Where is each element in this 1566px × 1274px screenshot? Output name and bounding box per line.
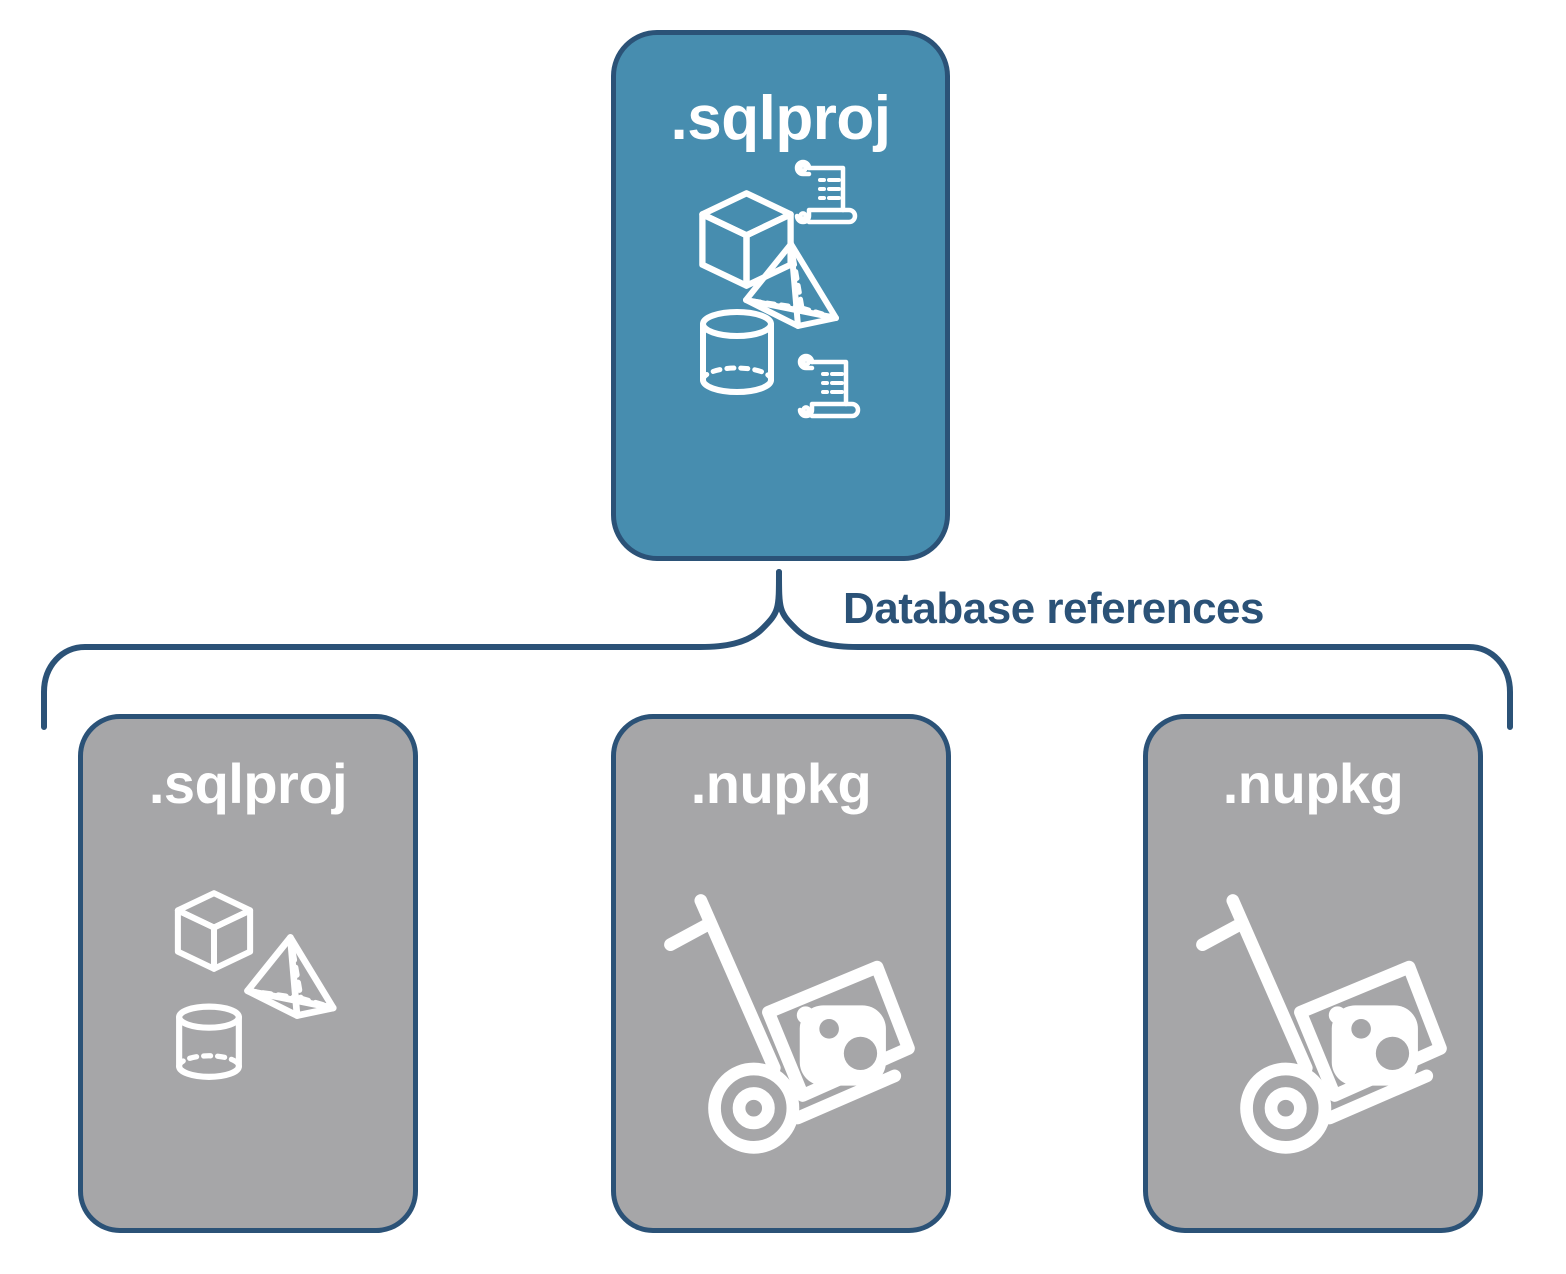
- cylinder-icon: [700, 309, 774, 395]
- card-artwork: [616, 816, 946, 1228]
- script-scroll-icon: [794, 159, 858, 225]
- card-title: .sqlproj: [670, 84, 891, 153]
- card-title: .sqlproj: [148, 752, 348, 815]
- card-reference-nupkg-2[interactable]: .nupkg: [1143, 714, 1483, 1233]
- cylinder-icon: [176, 1003, 242, 1080]
- card-reference-sqlproj[interactable]: .sqlproj: [78, 714, 418, 1233]
- connector-label: Database references: [843, 584, 1264, 633]
- nuget-package-handtruck-icon: [664, 894, 915, 1154]
- card-title: .nupkg: [1222, 752, 1404, 815]
- script-scroll-icon: [797, 353, 861, 419]
- pyramid-icon: [244, 934, 337, 1019]
- cube-icon: [174, 890, 254, 972]
- nuget-package-handtruck-icon: [1196, 894, 1447, 1154]
- card-artwork: [83, 816, 413, 1228]
- pyramid-icon: [743, 241, 839, 329]
- card-artwork: [1148, 816, 1478, 1228]
- card-artwork: [616, 154, 945, 556]
- card-reference-nupkg-1[interactable]: .nupkg: [611, 714, 951, 1233]
- card-title: .nupkg: [690, 752, 872, 815]
- card-sqlproj-root[interactable]: .sqlproj: [611, 30, 950, 561]
